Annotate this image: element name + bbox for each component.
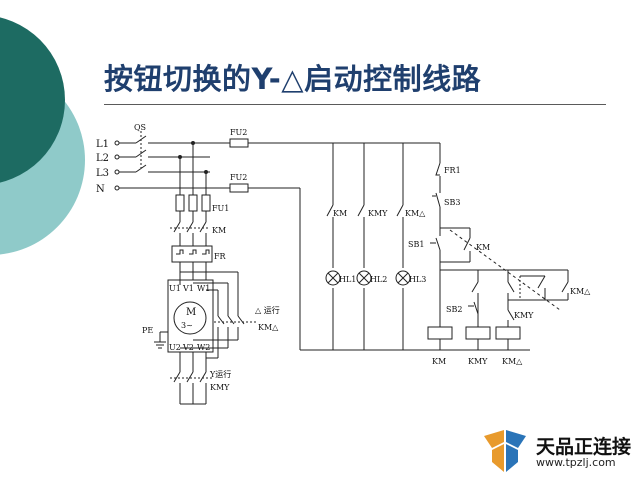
- label-sb1: SB1: [408, 240, 424, 249]
- label-km-main: KM: [212, 226, 226, 235]
- label-v1: V1: [182, 284, 194, 293]
- label-coil-kmd: KM△: [502, 357, 523, 366]
- label-sb2: SB2: [446, 305, 462, 314]
- label-delta-run: △ 运行: [255, 305, 280, 315]
- label-fu2-top: FU2: [230, 128, 247, 137]
- label-v2: V2: [182, 343, 194, 352]
- slide-title: 按钮切换的Y-△启动控制线路: [104, 62, 482, 96]
- label-l2: L2: [96, 153, 109, 164]
- dark-teal-circle: [0, 17, 65, 183]
- brand-name: 天品正连接: [536, 436, 632, 458]
- label-c-kmd: KM△: [405, 209, 426, 218]
- label-coil-km: KM: [432, 357, 446, 366]
- label-coil-kmy: KMY: [468, 357, 488, 366]
- label-motor-m: M: [186, 307, 196, 318]
- title-underline: [104, 104, 606, 105]
- label-pe: PE: [142, 326, 153, 335]
- supply-lines: [114, 131, 440, 191]
- main-circuit: [154, 143, 256, 405]
- label-fr-heat: FR: [214, 252, 227, 261]
- label-w1: W1: [197, 284, 210, 293]
- brand-url: www.tpzlj.com: [536, 456, 616, 469]
- control-circuit: [299, 143, 569, 351]
- label-km-delta-main: KM△: [258, 323, 279, 332]
- label-n: N: [96, 184, 105, 195]
- label-c-kmy: KMY: [368, 209, 388, 218]
- fuse-fu2-top: [229, 138, 249, 148]
- decorative-circles: [0, 17, 85, 255]
- label-u2: U2: [169, 343, 181, 352]
- fuse-fu2-bottom: [229, 183, 249, 193]
- label-l3: L3: [96, 168, 109, 179]
- label-fr1: FR1: [444, 166, 461, 175]
- label-kmy-main: KMY: [210, 383, 230, 392]
- label-fu2-bottom: FU2: [230, 173, 247, 182]
- label-km-delta-hold: KM△: [570, 287, 591, 296]
- label-c-km: KM: [333, 209, 347, 218]
- label-w2: W2: [197, 343, 210, 352]
- label-sb3: SB3: [444, 198, 460, 207]
- cube-logo-icon: [484, 430, 526, 472]
- label-y-run: Y运行: [209, 369, 231, 379]
- label-kmy-interlock: KMY: [514, 311, 534, 320]
- label-qs: QS: [134, 123, 146, 132]
- label-l1: L1: [96, 139, 109, 150]
- brand-logo: 天品正连接 www.tpzlj.com: [480, 430, 632, 475]
- label-motor-3: 3~: [181, 321, 193, 330]
- label-hl3: HL3: [409, 275, 426, 284]
- label-hl2: HL2: [370, 275, 387, 284]
- label-km-hold: KM: [476, 243, 490, 252]
- label-hl1: HL1: [339, 275, 356, 284]
- label-fu1: FU1: [212, 204, 229, 213]
- label-u1: U1: [169, 284, 181, 293]
